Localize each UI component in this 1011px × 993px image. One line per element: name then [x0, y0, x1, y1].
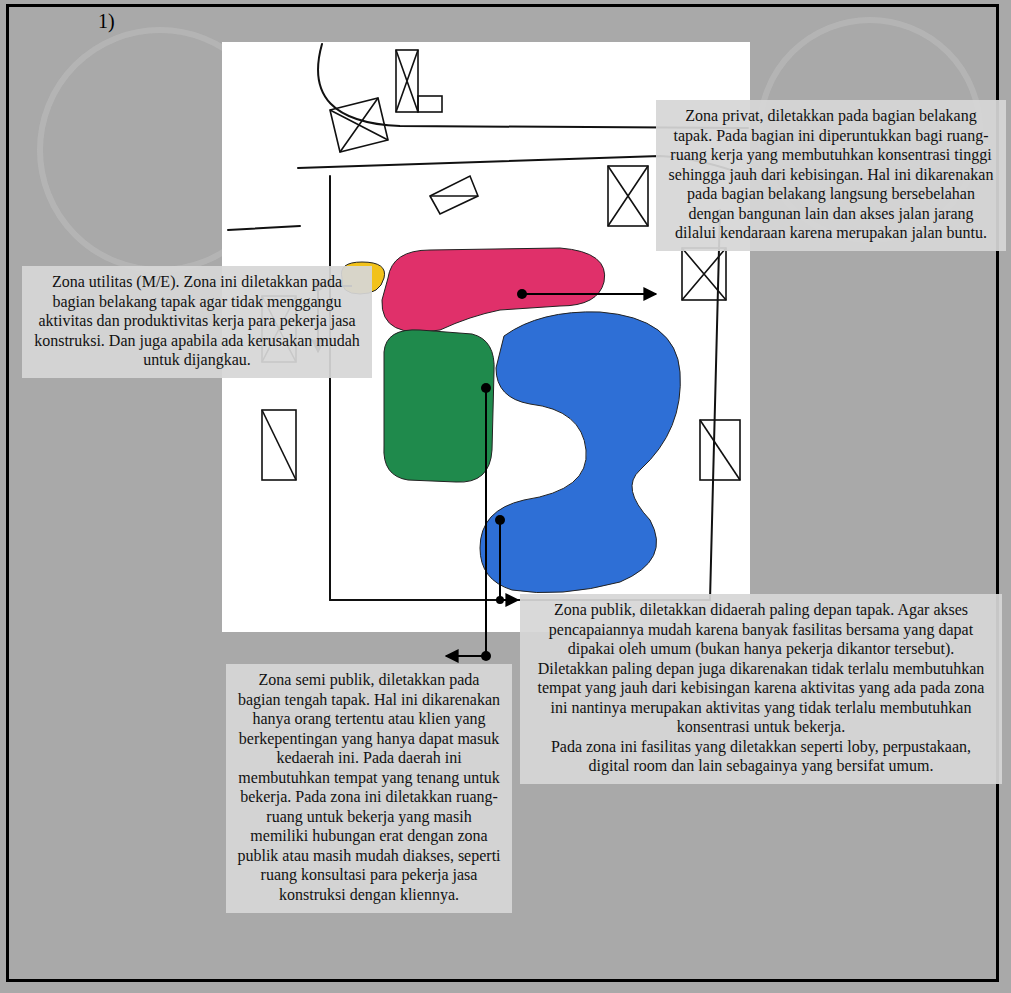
- figure-number: 1): [98, 10, 115, 33]
- callout-text: Zona publik, diletakkan didaerah paling …: [530, 600, 992, 659]
- callout-text: Pada zona ini fasilitas yang diletakkan …: [530, 737, 992, 776]
- zone-callout: Zona semi publik, diletakkan pada bagian…: [226, 664, 512, 913]
- callout-text: Zona semi publik, diletakkan pada bagian…: [236, 670, 502, 904]
- callout-text: Zona privat, diletakkan pada bagian bela…: [666, 106, 996, 243]
- zone-blobs: [341, 248, 680, 593]
- callout-text: Diletakkan paling depan juga dikarenakan…: [530, 659, 992, 737]
- zone-callout: Zona utilitas (M/E). Zona ini diletakkan…: [22, 266, 372, 378]
- zone-callout: Zona privat, diletakkan pada bagian bela…: [656, 100, 1006, 251]
- callout-text: Zona utilitas (M/E). Zona ini diletakkan…: [32, 272, 362, 370]
- zone-callout: Zona publik, diletakkan didaerah paling …: [520, 594, 1002, 784]
